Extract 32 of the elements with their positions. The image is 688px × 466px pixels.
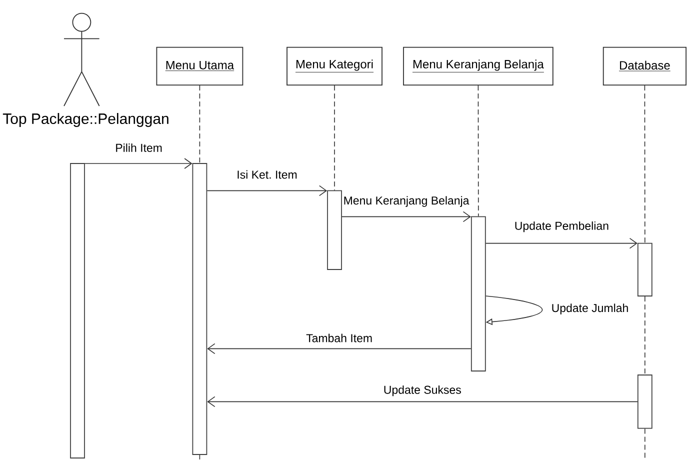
object-box: Database (602, 46, 686, 86)
lifeline (478, 85, 479, 217)
self-message-arrow (485, 296, 543, 326)
lifeline (199, 454, 200, 460)
message-label: Update Jumlah (550, 302, 630, 316)
message-arrow (485, 238, 638, 249)
activation-bar (70, 163, 85, 458)
lifeline (644, 85, 646, 244)
lifeline (644, 296, 646, 375)
message-arrow (342, 211, 471, 222)
object-box: Menu Utama (156, 46, 244, 86)
message-label: Tambah Item (305, 332, 374, 344)
lifeline (644, 428, 646, 460)
object-box: Menu Kategori (286, 46, 382, 86)
activation-bar (192, 163, 208, 455)
message-arrow (207, 343, 472, 354)
message-label: Menu Keranjang Belanja (342, 195, 470, 208)
message-arrow (207, 396, 638, 408)
activation-bar (327, 190, 342, 270)
message-arrow (84, 158, 192, 169)
activation-bar (637, 242, 652, 296)
actor-label: Top Package::Pelanggan (2, 113, 168, 127)
message-label: Update Sukses (382, 384, 462, 398)
message-label: Isi Ket. Item (236, 169, 298, 180)
message-label: Pilih Item (114, 142, 164, 153)
message-label: Update Pembelian (513, 220, 610, 234)
message-arrow (206, 185, 328, 196)
activation-bar (470, 216, 486, 372)
lifeline (334, 85, 335, 191)
object-box: Menu Keranjang Belanja (403, 46, 554, 86)
activation-bar (637, 374, 652, 429)
lifeline (199, 85, 200, 164)
